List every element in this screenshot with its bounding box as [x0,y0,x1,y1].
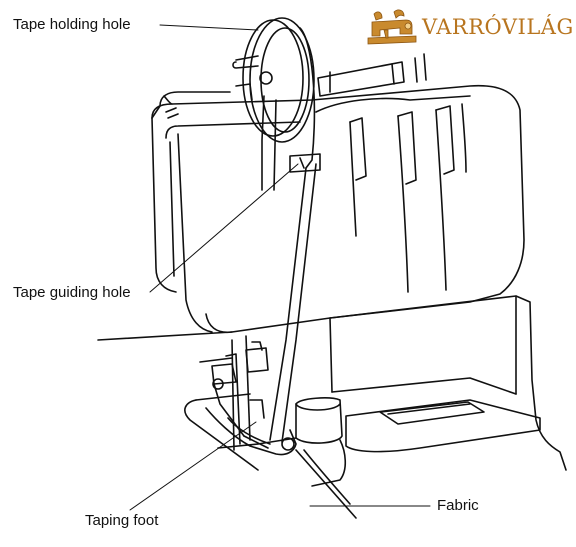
sewing-machine-logo-icon [367,9,417,45]
varrovilag-logo: VARRÓVILÁG [364,4,573,52]
label-tape-guiding-hole: Tape guiding hole [13,284,131,301]
leader-tape-holding-hole [159,24,259,31]
needle-assembly [199,335,269,451]
leader-taping-foot [129,421,257,511]
tape-reel-stand [232,55,277,191]
label-taping-foot: Taping foot [85,512,159,529]
tape-reel [242,17,315,143]
leader-tape-guiding-hole [149,163,299,293]
label-fabric: Fabric [437,497,479,514]
fabric-line [295,449,357,519]
machine-body [151,84,525,334]
taping-foot-shape [205,407,297,456]
tape-path [269,27,321,443]
logo-text: VARRÓVILÁG [422,15,574,39]
label-tape-holding-hole: Tape holding hole [13,16,131,33]
machine-bed [97,295,567,487]
leader-lines [129,24,431,511]
